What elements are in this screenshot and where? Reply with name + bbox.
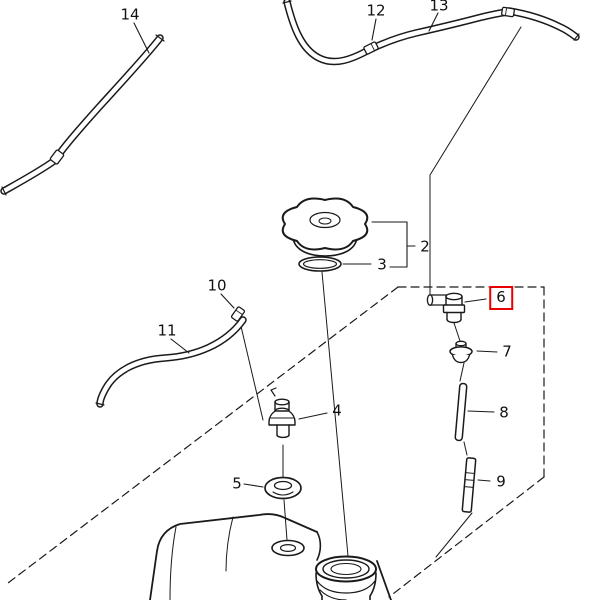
callout-10[interactable]: 10 (207, 276, 227, 295)
callout-7[interactable]: 7 (502, 342, 512, 361)
callout-11[interactable]: 11 (157, 321, 177, 340)
part-11-hose (95, 316, 247, 408)
part-13-hose (282, 0, 580, 66)
part-5-grommet (264, 476, 302, 500)
callout-2[interactable]: 2 (420, 237, 430, 256)
part-3-gasket-oring (298, 256, 342, 272)
callout-5[interactable]: 5 (232, 474, 242, 493)
callout-12[interactable]: 12 (366, 1, 386, 20)
part-2-fuel-cap (281, 197, 369, 257)
part-14-hose (0, 34, 165, 196)
part-9-pipe-filter (461, 457, 477, 513)
callout-13[interactable]: 13 (429, 0, 449, 15)
callout-6-highlighted[interactable]: 6 (489, 286, 513, 310)
part-4-fuel-valve (268, 387, 296, 439)
callout-4[interactable]: 4 (332, 401, 342, 420)
part-10-hose-clamp (230, 306, 246, 322)
bracket-2 (371, 221, 408, 268)
part-6-elbow-joint (426, 292, 466, 324)
callout-14[interactable]: 14 (120, 5, 140, 24)
callout-leader-lines (133, 12, 498, 488)
part-7-grommet (449, 340, 473, 364)
callout-9[interactable]: 9 (496, 472, 506, 491)
assembly-dashed-lines (7, 286, 545, 598)
callout-8[interactable]: 8 (499, 403, 509, 422)
callout-3[interactable]: 3 (377, 255, 387, 274)
fuel-tank (149, 513, 392, 600)
hose-clamp-top-right (501, 6, 515, 18)
part-8-pipe (454, 382, 468, 442)
connector-lines (239, 26, 522, 558)
part-12-hose-clamp (363, 41, 379, 55)
